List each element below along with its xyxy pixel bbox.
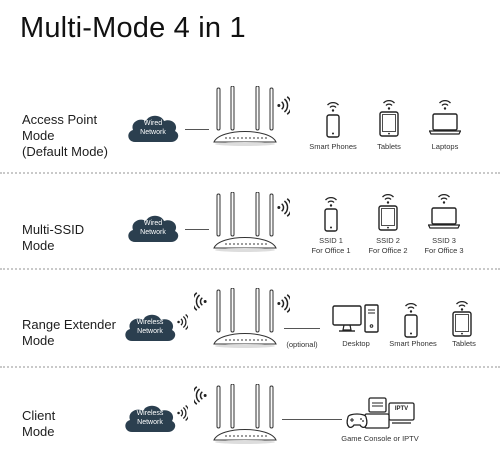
cloud-label: Wired xyxy=(143,120,163,127)
wifi-signal-icon xyxy=(277,198,290,222)
game-console-icon xyxy=(345,397,415,436)
mode-label-line: Range Extender xyxy=(22,317,116,332)
device-label: Smart Phones xyxy=(309,142,357,151)
tablet-icon xyxy=(378,205,398,236)
router-icon xyxy=(210,192,280,262)
mode-label-line: (Default Mode) xyxy=(22,144,108,159)
wifi-signal-icon xyxy=(277,96,290,120)
phone-icon xyxy=(326,114,340,143)
router-icon xyxy=(210,384,280,454)
mode-label-line: Multi-SSID xyxy=(22,222,85,237)
wired-network-cloud: Wired Network xyxy=(125,112,181,146)
mode-label-line: Mode xyxy=(22,128,55,143)
tablet-icon xyxy=(379,111,399,142)
cloud-label: Network xyxy=(137,419,163,426)
device-label: SSID 2 For Office 2 xyxy=(368,236,408,255)
mode-label-line: Mode xyxy=(22,424,55,439)
cloud-label: Network xyxy=(140,129,166,136)
section-divider xyxy=(0,268,500,270)
cloud-label: Wireless xyxy=(136,410,164,417)
router-icon xyxy=(210,288,280,358)
mode-label-client: Client Mode xyxy=(22,408,55,440)
phone-icon xyxy=(324,208,338,237)
laptop-icon xyxy=(428,207,460,234)
section-divider xyxy=(0,366,500,368)
mode-label-line: Mode xyxy=(22,333,55,348)
ethernet-line xyxy=(185,129,209,130)
device-label: Game Console or IPTV xyxy=(341,434,419,443)
ethernet-line xyxy=(282,419,342,420)
mode-label-range-extender: Range Extender Mode xyxy=(22,317,116,349)
router-icon xyxy=(210,86,280,156)
device-label: SSID 3 For Office 3 xyxy=(424,236,464,255)
ethernet-line xyxy=(185,229,209,230)
wifi-signal-icon xyxy=(277,294,290,318)
optional-label: (optional) xyxy=(286,340,318,349)
wifi-signal-icon xyxy=(177,405,188,426)
wifi-signal-icon xyxy=(194,292,207,316)
device-label: Laptops xyxy=(431,142,459,151)
device-label: Tablets xyxy=(452,339,476,348)
mode-label-access-point: Access Point Mode (Default Mode) xyxy=(22,112,108,160)
cloud-label: Wireless xyxy=(136,319,164,326)
device-label: Desktop xyxy=(342,339,370,348)
desktop-icon xyxy=(332,304,380,339)
wifi-signal-icon xyxy=(194,386,207,410)
page-title: Multi-Mode 4 in 1 xyxy=(20,12,246,44)
mode-label-multi-ssid: Multi-SSID Mode xyxy=(22,222,84,254)
wireless-network-cloud: Wireless Network xyxy=(122,311,178,345)
ethernet-line xyxy=(284,328,320,329)
laptop-icon xyxy=(429,113,461,140)
cloud-label: Network xyxy=(140,229,166,236)
device-label: SSID 1 For Office 1 xyxy=(311,236,351,255)
tablet-icon xyxy=(452,311,472,342)
section-divider xyxy=(0,172,500,174)
mode-label-line: Access Point xyxy=(22,112,98,127)
wifi-signal-icon xyxy=(177,314,188,335)
wireless-network-cloud: Wireless Network xyxy=(122,402,178,436)
cloud-label: Wired xyxy=(143,220,163,227)
cloud-label: Network xyxy=(137,328,163,335)
device-label: Tablets xyxy=(377,142,401,151)
device-label: Smart Phones xyxy=(389,339,437,348)
wired-network-cloud: Wired Network xyxy=(125,212,181,246)
mode-label-line: Client xyxy=(22,408,56,423)
mode-label-line: Mode xyxy=(22,238,55,253)
iptv-badge: IPTV xyxy=(394,406,409,412)
